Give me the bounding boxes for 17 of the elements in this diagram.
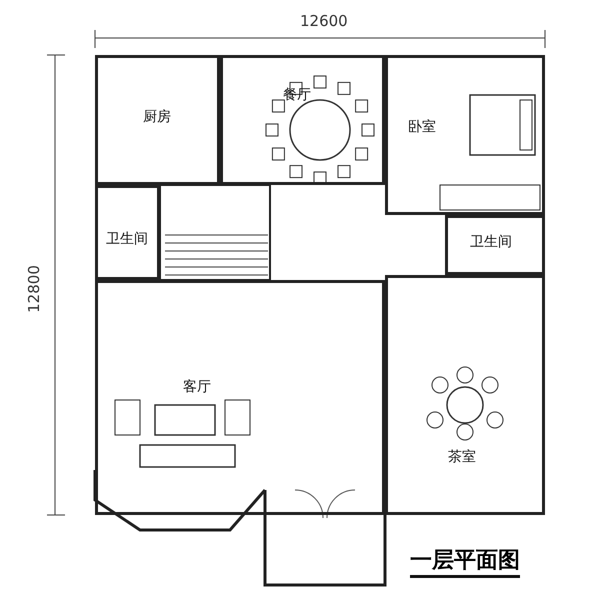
room-name: 餐厅 bbox=[283, 86, 311, 104]
room-name: 客厅 bbox=[183, 378, 211, 396]
room bbox=[95, 185, 160, 280]
dimension-text: 12800 bbox=[24, 265, 43, 313]
dimension-text: 12600 bbox=[300, 12, 348, 30]
room bbox=[385, 55, 545, 215]
room-name: 茶室 bbox=[448, 448, 476, 466]
room-name: 卫生间 bbox=[106, 230, 148, 248]
room-name: 卫生间 bbox=[470, 233, 512, 251]
room-name: 厨房 bbox=[143, 108, 171, 126]
room-name: 卧室 bbox=[408, 118, 436, 136]
room bbox=[445, 215, 545, 275]
room bbox=[95, 280, 385, 515]
room bbox=[95, 55, 220, 185]
plan-title: 一层平面图 bbox=[410, 545, 520, 578]
room bbox=[385, 275, 545, 515]
room bbox=[220, 55, 385, 185]
